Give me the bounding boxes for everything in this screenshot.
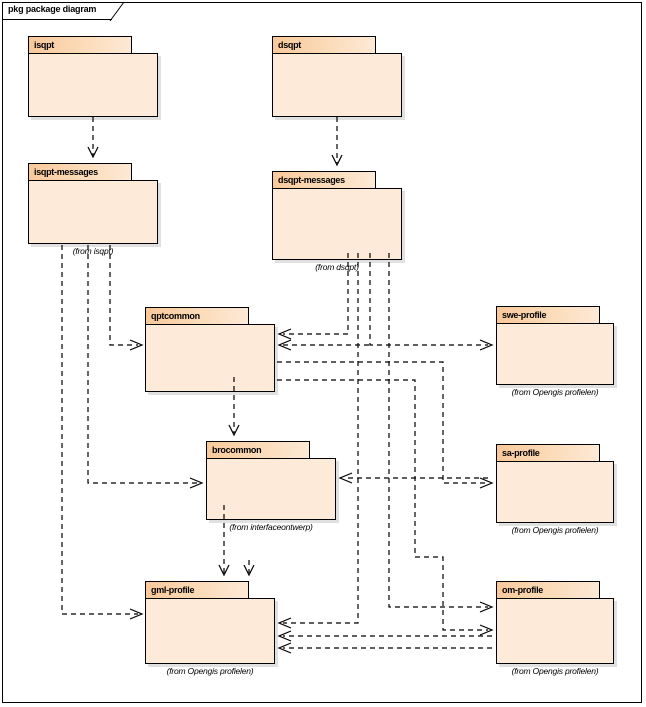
- package-name-isqpt: isqpt: [34, 40, 54, 50]
- package-body-sa-profile[interactable]: [496, 461, 614, 523]
- package-tab-gml-profile[interactable]: gml-profile: [145, 581, 249, 599]
- package-isqpt[interactable]: isqpt: [28, 36, 158, 117]
- package-body-brocommon[interactable]: [206, 458, 336, 520]
- package-name-isqpt-messages: isqpt-messages: [34, 167, 98, 177]
- package-swe-profile[interactable]: swe-profile: [496, 306, 614, 385]
- package-brocommon[interactable]: brocommon: [206, 441, 336, 520]
- package-name-dsqpt: dsqpt: [278, 40, 301, 50]
- package-name-dsqpt-messages: dsqpt-messages: [278, 175, 345, 185]
- package-name-om-profile: om-profile: [502, 585, 543, 595]
- package-body-isqpt[interactable]: [28, 53, 158, 117]
- package-from-brocommon: (from interfaceontwerp): [229, 522, 313, 532]
- package-qptcommon[interactable]: qptcommon: [145, 307, 275, 392]
- package-om-profile[interactable]: om-profile: [496, 581, 614, 664]
- package-dsqpt[interactable]: dsqpt: [272, 36, 402, 117]
- package-body-gml-profile[interactable]: [145, 598, 275, 664]
- package-tab-om-profile[interactable]: om-profile: [496, 581, 600, 599]
- package-body-qptcommon[interactable]: [145, 324, 275, 392]
- package-name-sa-profile: sa-profile: [502, 448, 540, 458]
- package-tab-dsqpt[interactable]: dsqpt: [272, 36, 376, 54]
- package-body-om-profile[interactable]: [496, 598, 614, 664]
- package-isqpt-messages[interactable]: isqpt-messages: [28, 163, 158, 244]
- package-name-qptcommon: qptcommon: [151, 311, 200, 321]
- package-from-sa-profile: (from Opengis profielen): [511, 525, 599, 535]
- package-from-swe-profile: (from Opengis profielen): [511, 387, 599, 397]
- package-from-isqpt-messages: (from isqpt): [72, 246, 114, 256]
- package-tab-brocommon[interactable]: brocommon: [206, 441, 310, 459]
- package-body-swe-profile[interactable]: [496, 323, 614, 385]
- package-name-brocommon: brocommon: [212, 445, 262, 455]
- package-tab-swe-profile[interactable]: swe-profile: [496, 306, 600, 324]
- package-from-gml-profile: (from Opengis profielen): [166, 666, 254, 676]
- package-name-swe-profile: swe-profile: [502, 310, 547, 320]
- package-gml-profile[interactable]: gml-profile: [145, 581, 275, 664]
- package-tab-isqpt-messages[interactable]: isqpt-messages: [28, 163, 132, 181]
- package-tab-sa-profile[interactable]: sa-profile: [496, 444, 600, 462]
- package-tab-qptcommon[interactable]: qptcommon: [145, 307, 249, 325]
- package-dsqpt-messages[interactable]: dsqpt-messages: [272, 171, 402, 260]
- package-sa-profile[interactable]: sa-profile: [496, 444, 614, 523]
- package-body-isqpt-messages[interactable]: [28, 180, 158, 244]
- diagram-frame-tab-slant: [109, 1, 125, 22]
- diagram-title: pkg package diagram: [8, 4, 97, 14]
- package-from-dsqpt-messages: (from dsqpt): [315, 262, 359, 272]
- diagram-frame-tab: [2, 2, 112, 20]
- package-from-om-profile: (from Opengis profielen): [511, 666, 599, 676]
- package-name-gml-profile: gml-profile: [151, 585, 195, 595]
- package-tab-isqpt[interactable]: isqpt: [28, 36, 132, 54]
- package-tab-dsqpt-messages[interactable]: dsqpt-messages: [272, 171, 376, 189]
- package-body-dsqpt-messages[interactable]: [272, 188, 402, 260]
- package-body-dsqpt[interactable]: [272, 53, 402, 117]
